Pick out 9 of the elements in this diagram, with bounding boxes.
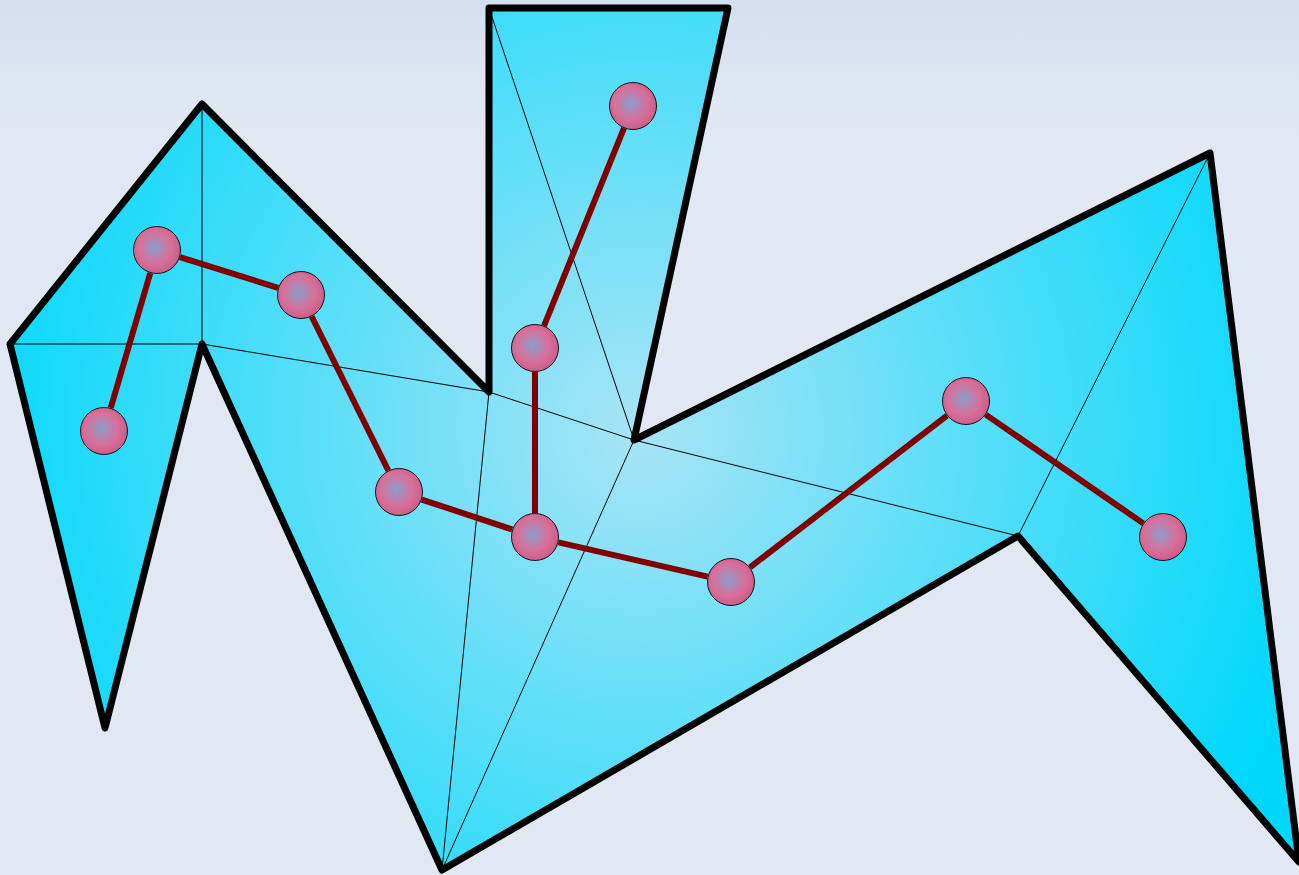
tree-edge-line — [420, 496, 514, 533]
tree-edge-line — [179, 254, 279, 291]
tree-edge-line — [309, 315, 391, 472]
tree-edge-line — [541, 127, 627, 327]
tree-edge-line — [748, 413, 949, 570]
tree-edge-line — [557, 539, 709, 580]
tree-edge-line — [107, 272, 154, 409]
tree-edge-line — [984, 412, 1145, 526]
tree-edge-line — [532, 372, 538, 513]
